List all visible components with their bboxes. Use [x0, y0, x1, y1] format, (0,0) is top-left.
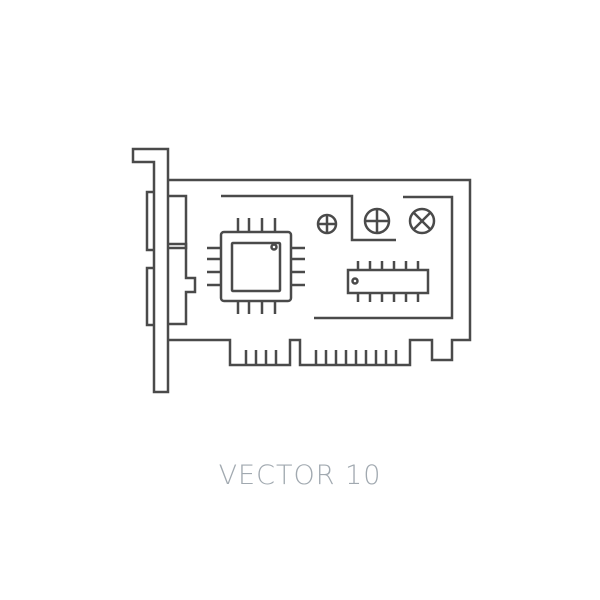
- memory-chip-mark: [351, 277, 359, 285]
- mounting-bracket: [131, 147, 170, 394]
- processor-chip: [219, 230, 293, 303]
- bracket-port-lower: [145, 266, 154, 327]
- memory-chip: [346, 268, 430, 295]
- bracket-port-upper: [145, 190, 154, 252]
- edge-connector-pins-right: [314, 350, 398, 365]
- circuit-board: [168, 178, 472, 367]
- circuit-trace-top: [221, 194, 396, 242]
- processor-chip-core: [230, 241, 282, 293]
- screw-cross-icon: [408, 207, 436, 235]
- edge-connector-pins-left: [244, 350, 278, 365]
- ethernet-port-outline: [168, 242, 197, 326]
- processor-chip-pins: [207, 218, 305, 314]
- caption-text: VECTOR 10: [218, 460, 382, 491]
- vga-port-outline: [168, 194, 188, 250]
- processor-chip-mark: [270, 243, 278, 251]
- memory-chip-pins: [356, 261, 420, 302]
- circuit-trace-right: [314, 195, 454, 320]
